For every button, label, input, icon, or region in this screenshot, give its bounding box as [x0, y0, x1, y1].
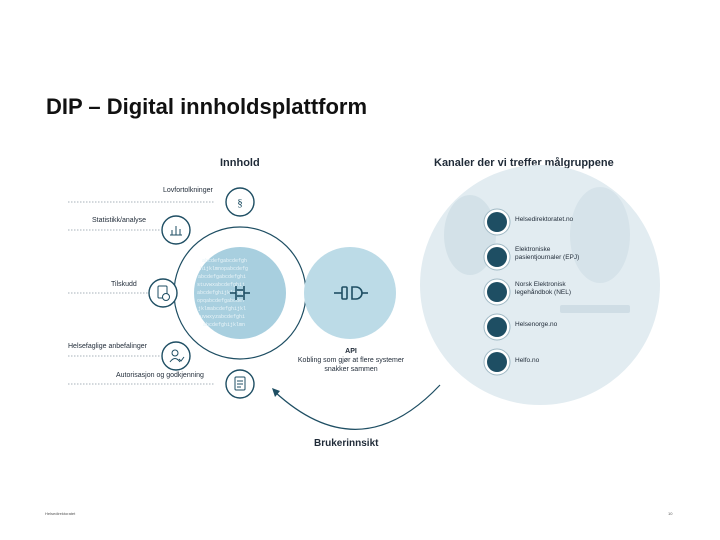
content-label-statistikk: Statistikk/analyse — [92, 217, 146, 224]
svg-text:abcdefghijklmn: abcdefghijklmn — [203, 322, 245, 328]
api-circle — [304, 247, 396, 339]
channel-node-1 — [487, 212, 507, 232]
channel-node-4 — [487, 317, 507, 337]
api-title: API — [345, 348, 357, 355]
content-node-3 — [149, 279, 177, 307]
svg-text:abcdefgabcdefgh: abcdefgabcdefgh — [202, 258, 247, 264]
api-description: Kobling som gjør at flere systemer snakk… — [298, 357, 404, 373]
photo-desk — [560, 305, 630, 313]
footer-source: Helsedirektoratet — [45, 511, 75, 516]
svg-text:jklmabcdefghijkl: jklmabcdefghijkl — [198, 306, 246, 312]
footer-page-number: 10 — [668, 511, 672, 516]
channel-label-helsenorge: Helsenorge.no — [515, 321, 595, 329]
channel-label-epj: Elektroniske pasientjournaler (EPJ) — [515, 246, 595, 262]
photo-figure-right — [570, 187, 630, 283]
svg-text:abcdefghijklmnop: abcdefghijklmnop — [197, 290, 245, 296]
channel-label-nel: Norsk Elektronisk legehåndbok (NEL) — [515, 281, 595, 297]
channel-label-helsedirektoratet: Helsedirektoratet.no — [515, 216, 595, 224]
content-label-helsefaglige: Helsefaglige anbefalinger — [68, 343, 147, 350]
content-label-autorisasjon: Autorisasjon og godkjenning — [116, 372, 204, 379]
svg-text:opqabcdefgabcdef: opqabcdefgabcdef — [197, 298, 245, 304]
paragraph-icon: § — [237, 197, 243, 209]
svg-text:abcdefgabcdefghi: abcdefgabcdefghi — [198, 274, 246, 280]
feedback-arrow — [275, 385, 440, 429]
channel-node-2 — [487, 247, 507, 267]
channel-node-3 — [487, 282, 507, 302]
content-label-lovfortolkninger: Lovfortolkninger — [163, 187, 213, 194]
channel-node-5 — [487, 352, 507, 372]
svg-text:§: § — [237, 197, 243, 209]
content-label-tilskudd: Tilskudd — [111, 281, 137, 288]
channel-label-helfo: Helfo.no — [515, 357, 595, 365]
feedback-label: Brukerinnsikt — [314, 438, 378, 449]
svg-text:stuvwxabcdefghij: stuvwxabcdefghij — [197, 282, 245, 288]
svg-text:hijklmnopabcdefg: hijklmnopabcdefg — [200, 266, 248, 272]
svg-text:uvwxyzabcdefghi: uvwxyzabcdefghi — [200, 314, 245, 320]
api-text: API Kobling som gjør at flere systemer s… — [296, 347, 406, 374]
